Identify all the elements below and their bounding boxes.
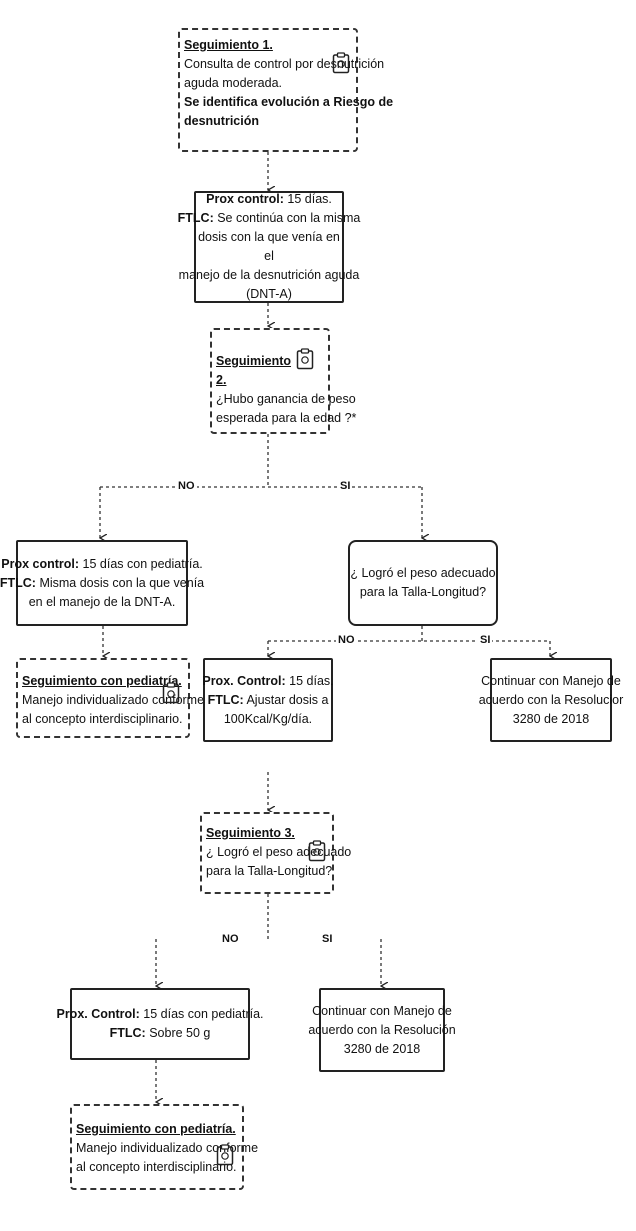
node-text-bold: Prox control:: [1, 556, 80, 571]
branch-label-no: NO: [336, 634, 357, 646]
node-text: Se identifica evolución a Riesgo de: [184, 95, 394, 109]
node-text: (DNT-A): [246, 287, 292, 301]
node-text: manejo de la desnutrición aguda: [178, 268, 360, 282]
node-title: Seguimiento con pediatría.: [76, 1122, 236, 1136]
node-text: dosis con la que venía en el: [198, 230, 340, 263]
node-text: 3280 de 2018: [512, 711, 590, 726]
node-text: 15 días con pediatría.: [139, 1007, 264, 1021]
node-text: para la Talla-Longitud?: [359, 585, 487, 599]
node-text-bold: FTLC:: [109, 1026, 146, 1040]
node-text-bold: FTLC:: [207, 692, 244, 707]
node-text: acuerdo con la Resolucior: [478, 692, 624, 707]
node-control-ajuste: Prox. Control: 15 días. FTLC: Ajustar do…: [202, 658, 334, 742]
node-text: Prox control: 15 días.: [206, 190, 332, 209]
node-seguimiento-pediatria-2: Seguimiento con pediatría. Manejo indivi…: [70, 1104, 259, 1190]
node-text: acuerdo con la Resolución: [308, 1022, 456, 1037]
node-text: para la Talla-Longitud?: [206, 864, 333, 878]
branch-label-si: SI: [320, 933, 335, 945]
node-control-1: Prox control: 15 días. FTLC: Se continúa…: [178, 190, 360, 303]
node-text: FTLC: Misma dosis con la que venía: [0, 574, 204, 593]
node-text: esperada para la edad ?*: [216, 411, 357, 425]
node-seguimiento-3: Seguimiento 3. ¿ Logró el peso adecuado …: [200, 812, 352, 894]
node-text-bold: Prox. Control:: [56, 1007, 140, 1021]
branch-label-no: NO: [176, 480, 197, 492]
node-text: al concepto interdisciplinario.: [22, 712, 183, 726]
node-seguimiento-2: Seguimiento 2. ¿Hubo ganancia de peso es…: [210, 328, 357, 434]
node-control-sobre: Prox. Control: 15 días con pediatría. FT…: [56, 988, 264, 1060]
clipboard-icon: [162, 682, 180, 704]
node-text: Continuar con Manejo de: [481, 673, 621, 688]
node-control-no: Prox control: 15 días con pediatría. FTL…: [0, 540, 204, 626]
node-text: aguda moderada.: [184, 76, 282, 90]
node-text: Sobre 50 g: [145, 1026, 211, 1040]
node-text-bold: FTLC:: [0, 575, 36, 590]
node-text: al concepto interdisciplinario.: [76, 1160, 237, 1174]
node-text: en el manejo de la DNT-A.: [28, 594, 176, 609]
node-text: Misma dosis con la que venía: [35, 575, 205, 590]
node-text: FTLC: Ajustar dosis a: [208, 691, 329, 710]
node-text: desnutrición: [184, 114, 260, 128]
branch-label-si: SI: [338, 480, 353, 492]
node-title: Seguimiento con pediatría.: [22, 674, 182, 688]
node-continuar-1: Continuar con Manejo de acuerdo con la R…: [479, 658, 623, 742]
node-continuar-2: Continuar con Manejo de acuerdo con la R…: [308, 988, 456, 1072]
node-text: Prox control: 15 días con pediatría.: [1, 555, 203, 574]
node-text: 100Kcal/Kg/día.: [223, 711, 313, 726]
node-text: ¿ Logró el peso adecuado: [350, 566, 496, 580]
node-question-peso: ¿ Logró el peso adecuado para la Talla-L…: [348, 540, 498, 626]
node-text: FTLC: Se continúa con la misma: [178, 209, 361, 228]
node-text: ¿Hubo ganancia de peso: [216, 392, 356, 406]
node-text: Manejo individualizado conforme: [22, 693, 205, 707]
node-seguimiento-1: Seguimiento 1. Consulta de control por d…: [178, 28, 394, 152]
clipboard-icon: [332, 52, 350, 74]
node-text: Ajustar dosis a: [243, 692, 329, 707]
branch-label-no: NO: [220, 933, 241, 945]
node-title: Seguimiento 3.: [206, 826, 295, 840]
node-text-bold: Prox control:: [206, 192, 284, 206]
node-text: Manejo individualizado conforme: [76, 1141, 259, 1155]
node-title: Seguimiento 2.: [216, 354, 292, 387]
node-text-bold: Prox. Control:: [202, 673, 286, 688]
node-seguimiento-pediatria-1: Seguimiento con pediatría. Manejo indivi…: [16, 658, 205, 738]
clipboard-icon: [308, 840, 326, 862]
node-text: Continuar con Manejo de: [312, 1003, 452, 1018]
node-text: 3280 de 2018: [343, 1041, 421, 1056]
node-title: Seguimiento 1.: [184, 38, 273, 52]
node-text: 15 días.: [283, 192, 332, 206]
clipboard-icon: [216, 1144, 234, 1166]
node-text: 15 días con pediatría.: [79, 556, 203, 571]
node-text-bold: FTLC:: [177, 211, 214, 225]
node-text: Se continúa con la misma: [213, 211, 361, 225]
node-text: Prox. Control: 15 días.: [202, 672, 333, 691]
node-text: Prox. Control: 15 días con pediatría.: [56, 1005, 263, 1024]
branch-label-si: SI: [478, 634, 493, 646]
node-text: Consulta de control por desnutrición: [184, 57, 385, 71]
node-text: 15 días.: [285, 673, 334, 688]
node-text: ¿ Logró el peso adecuado: [206, 845, 352, 859]
node-text: FTLC: Sobre 50 g: [110, 1024, 211, 1043]
clipboard-icon: [296, 348, 314, 370]
